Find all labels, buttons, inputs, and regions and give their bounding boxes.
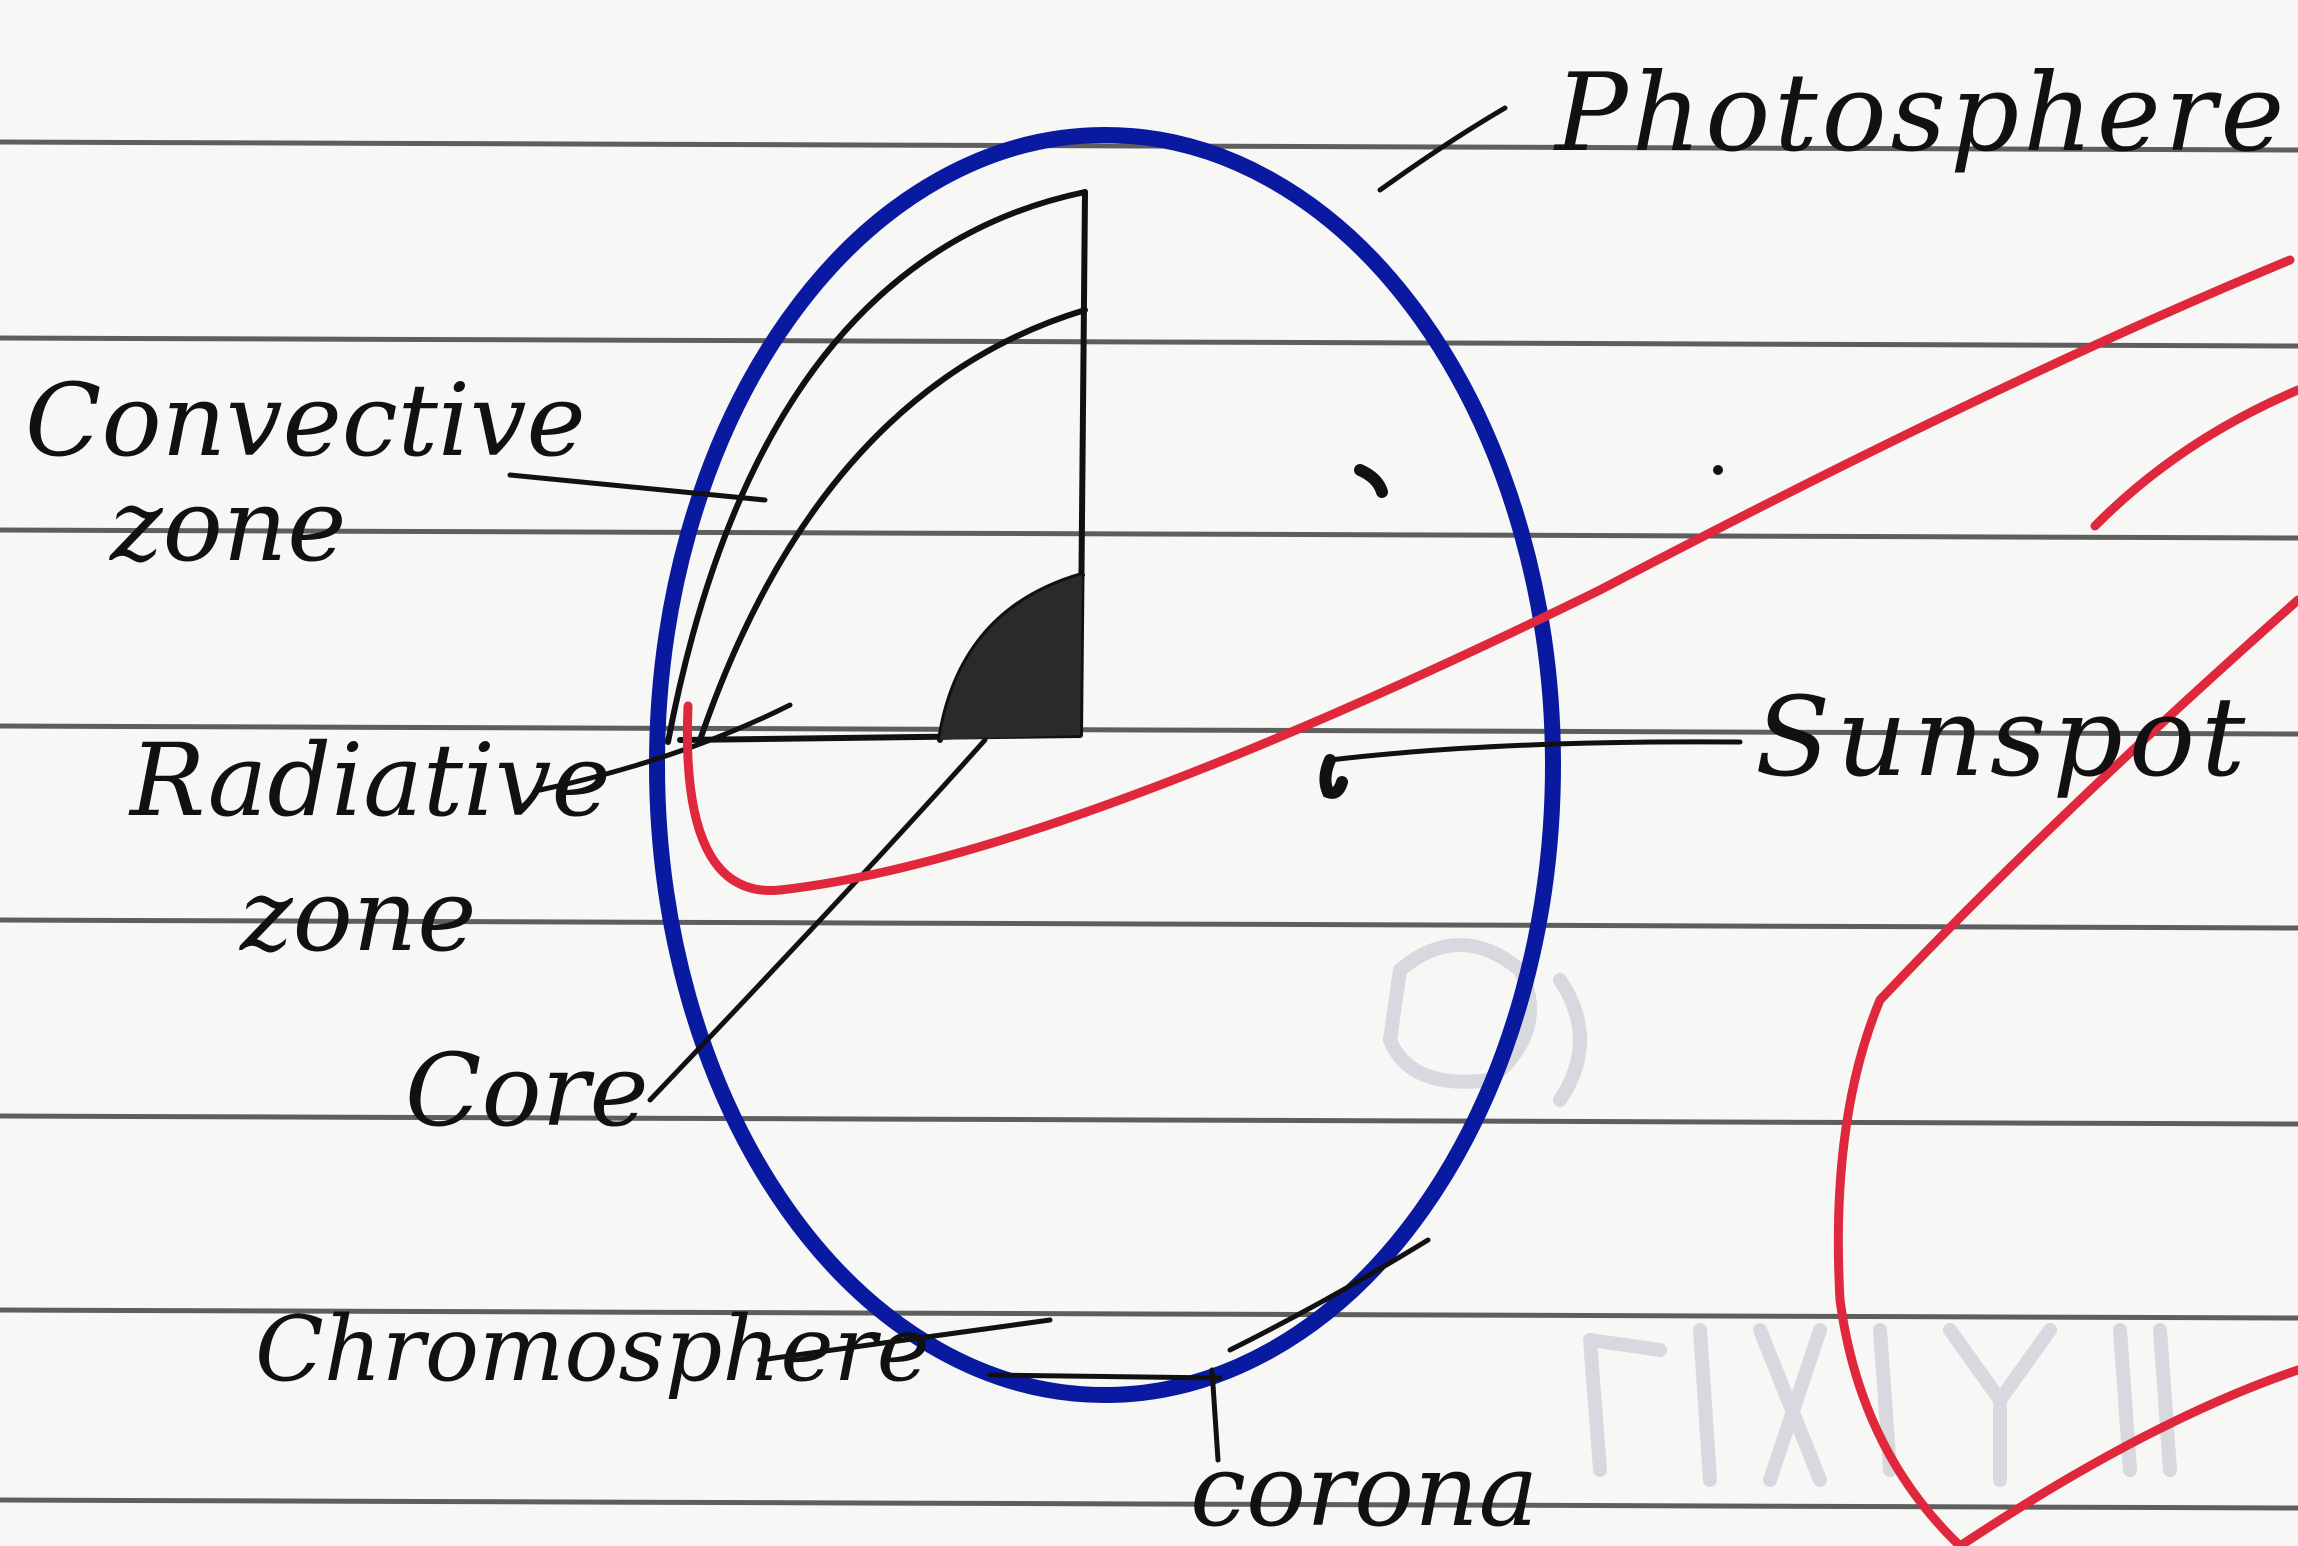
rule-line bbox=[0, 1500, 2298, 1508]
sunspot-mark bbox=[1360, 470, 1382, 492]
label-convective-zone-1: Convective bbox=[25, 362, 586, 479]
label-radiative-zone-2: zone bbox=[239, 857, 476, 974]
label-chromosphere: Chromosphere bbox=[255, 1297, 930, 1402]
sunspot-dot bbox=[1713, 465, 1723, 475]
core-fill bbox=[940, 575, 1082, 740]
chromosphere-leader-2 bbox=[990, 1375, 1220, 1378]
label-sunspot: Sunspot bbox=[1755, 673, 2251, 801]
rule-line bbox=[0, 1116, 2298, 1124]
label-photosphere: Photosphere. bbox=[1553, 51, 2298, 176]
label-convective-zone-2: zone bbox=[109, 467, 346, 584]
label-radiative-zone-1: Radiative bbox=[128, 722, 611, 839]
red-stroke-upper bbox=[2095, 390, 2298, 526]
sunspot-mark bbox=[1325, 760, 1342, 793]
label-core: Core bbox=[405, 1032, 649, 1149]
sunspot-leader bbox=[1330, 742, 1740, 760]
corona-leader bbox=[1230, 1240, 1428, 1350]
sun-photosphere-outline bbox=[657, 135, 1553, 1395]
label-corona: corona bbox=[1190, 1432, 1538, 1546]
rule-line bbox=[0, 338, 2298, 346]
